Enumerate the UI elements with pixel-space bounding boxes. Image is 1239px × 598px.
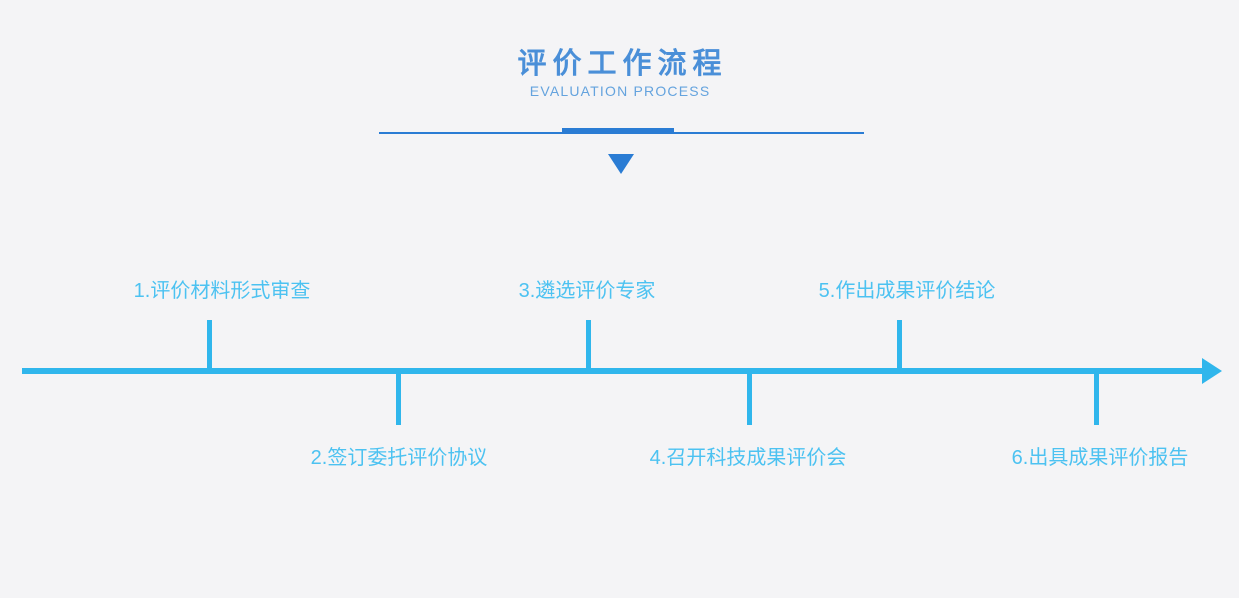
arrow-right-icon	[1202, 358, 1222, 384]
timeline-axis	[22, 368, 1204, 374]
timeline-tick-4	[747, 372, 752, 425]
step-label-4: 4.召开科技成果评价会	[649, 447, 847, 469]
timeline-tick-2	[396, 372, 401, 425]
timeline-tick-5	[897, 320, 902, 370]
timeline-tick-6	[1094, 372, 1099, 425]
step-label-3: 3.遴选评价专家	[518, 280, 656, 302]
step-label-5: 5.作出成果评价结论	[818, 280, 996, 302]
step-label-6: 6.出具成果评价报告	[1011, 447, 1189, 469]
divider-accent-segment	[562, 128, 674, 134]
timeline-tick-1	[207, 320, 212, 370]
page-subtitle: EVALUATION PROCESS	[529, 83, 711, 99]
triangle-down-icon	[608, 154, 634, 174]
timeline-tick-3	[586, 320, 591, 370]
step-label-2: 2.签订委托评价协议	[310, 447, 488, 469]
step-label-1: 1.评价材料形式审查	[133, 280, 311, 302]
page-title: 评价工作流程	[517, 48, 728, 80]
